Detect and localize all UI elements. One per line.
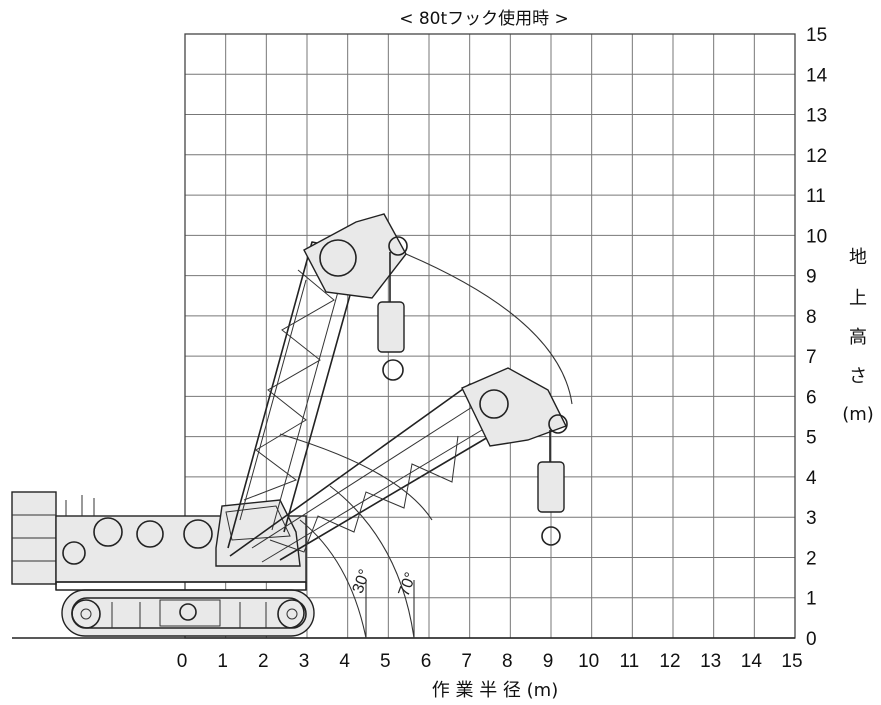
y-tick-label: 9 [806,267,817,288]
x-tick-label: 14 [741,651,763,672]
angle-arc-30 [299,519,367,639]
y-tick-label: 6 [806,387,817,408]
y-axis-label-char-2: 上 [849,288,867,309]
y-axis-unit: (m) [842,404,874,425]
y-tick-label: 5 [806,428,817,449]
crane-illustration [11,213,573,639]
x-axis-label: 作 業 半 径 (m) [432,680,558,701]
y-axis-label-char-1: 地 [849,247,867,268]
y-tick-label: 8 [806,307,817,328]
x-tick-label: 2 [258,651,269,672]
x-tick-label: 12 [659,651,680,672]
boom-30-deg [229,367,568,563]
x-tick-label: 13 [700,651,721,672]
x-tick-label: 1 [217,651,228,672]
hook-swing-arc-inner [279,433,433,521]
hook-swing-arc-outer [405,253,573,405]
y-tick-label: 0 [806,629,817,650]
x-tick-label: 6 [421,651,432,672]
y-axis-label-char-3: 高 [849,327,867,348]
x-tick-label: 9 [543,651,554,672]
diagram-title: < 80tフック使用時 > [399,8,569,29]
y-tick-label: 15 [806,25,827,46]
x-tick-label: 5 [380,651,391,672]
x-tick-label: 15 [781,651,802,672]
y-tick-label: 11 [806,186,826,207]
y-tick-label: 4 [806,468,817,489]
x-tick-label: 7 [461,651,472,672]
boom-70-deg [227,213,408,549]
x-tick-label: 8 [502,651,513,672]
y-tick-label: 7 [806,347,817,368]
y-tick-label: 13 [806,106,827,127]
x-tick-label: 10 [578,651,599,672]
y-tick-label: 12 [806,146,827,167]
angle-label-70: 70° [396,570,420,599]
x-tick-label: 4 [339,651,350,672]
y-tick-label: 2 [806,548,817,569]
x-tick-label: 11 [619,651,639,672]
angle-label-30: 30° [350,567,374,596]
y-tick-label: 10 [806,226,827,247]
y-tick-label: 1 [806,589,817,610]
crawler-track [61,589,315,637]
angle-arc-70 [329,485,415,639]
y-axis-label-char-4: さ [849,366,867,387]
x-tick-label: 3 [299,651,310,672]
crane-upper-body [11,491,307,591]
y-tick-label: 3 [806,508,817,529]
grid [184,33,796,639]
y-tick-label: 14 [806,65,828,86]
x-tick-label: 0 [177,651,188,672]
